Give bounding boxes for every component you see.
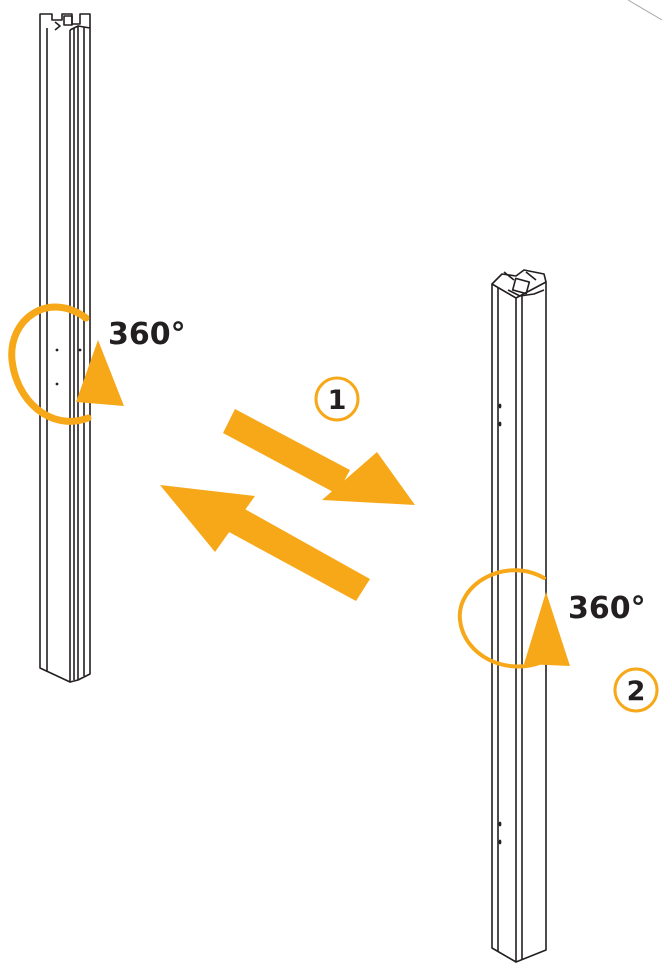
step-number-2: 2 xyxy=(627,676,646,707)
step-badge-2: 2 xyxy=(613,667,659,713)
rotation-arrow-left xyxy=(8,303,124,425)
step-badge-1: 1 xyxy=(314,376,360,422)
rotation-label-left: 360° xyxy=(108,317,186,352)
arrow-to-right-post xyxy=(223,409,415,505)
right-post xyxy=(491,269,547,963)
left-post xyxy=(39,13,91,683)
corner-line xyxy=(627,0,662,21)
rotation-arrow-right xyxy=(457,568,570,669)
rotation-label-right: 360° xyxy=(568,591,646,626)
step-number-1: 1 xyxy=(328,385,347,416)
arrow-to-left-post xyxy=(160,485,370,601)
